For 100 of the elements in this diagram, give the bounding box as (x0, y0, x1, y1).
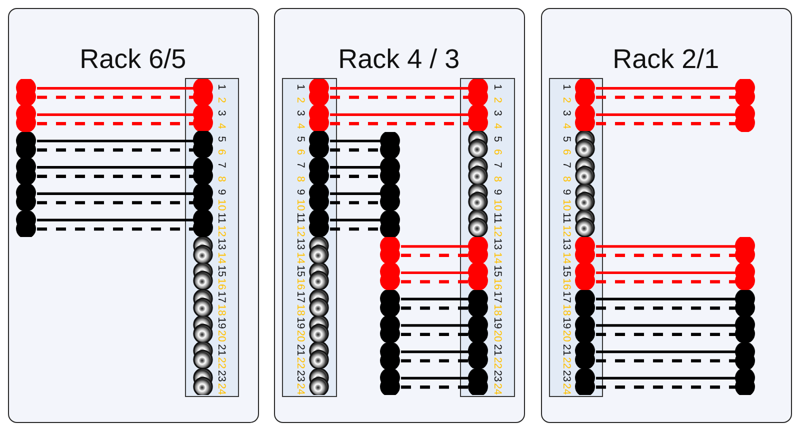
cable-plug (193, 105, 214, 132)
port-number: 6 (294, 149, 306, 156)
port-number: 1 (560, 84, 572, 90)
port-number: 23 (492, 370, 502, 382)
port-number: 16 (294, 278, 306, 290)
port-number: 24 (294, 383, 306, 395)
cable-line (596, 87, 736, 90)
port-number: 4 (560, 123, 572, 129)
cable-line (37, 174, 194, 178)
port-number: 15 (560, 264, 572, 277)
port-number: 2 (492, 96, 502, 103)
port-number: 1 (294, 84, 306, 90)
cable-line (330, 87, 469, 90)
port-number: 19 (560, 317, 572, 330)
cable-plug (575, 105, 596, 132)
cable-line (330, 148, 381, 152)
cable-plug (735, 290, 756, 316)
cable-line (401, 350, 469, 354)
cable-plug (380, 237, 400, 264)
port-number: 20 (294, 330, 306, 342)
cable-plug (16, 210, 36, 238)
cable-line (330, 227, 381, 231)
cable-line (330, 218, 381, 222)
cable-line (37, 113, 194, 116)
port-number: 6 (216, 149, 226, 156)
port-number: 17 (216, 291, 226, 303)
port-number: 17 (294, 291, 306, 303)
cable-plug (735, 316, 756, 343)
cable-line (596, 386, 736, 389)
cable-plug (193, 131, 214, 158)
port-number: 14 (294, 252, 306, 264)
port-number: 12 (492, 225, 502, 238)
port-number: 22 (216, 356, 226, 369)
port-number: 11 (216, 212, 226, 224)
cable-plug (380, 316, 400, 343)
port-number: 23 (216, 370, 226, 382)
cable-plug (735, 263, 756, 290)
cable-line (596, 306, 736, 310)
port-number: 20 (216, 330, 226, 342)
rack-panel (541, 8, 792, 423)
port-number: 14 (492, 252, 502, 264)
cable-line (596, 254, 736, 257)
cable-plug (309, 78, 330, 106)
cable-line (37, 148, 194, 152)
port-number: 19 (216, 317, 226, 330)
port-number: 18 (294, 304, 306, 316)
port-number: 18 (560, 304, 572, 316)
port-number: 18 (216, 304, 226, 316)
port-number: 5 (492, 136, 502, 142)
cable-line (37, 122, 194, 126)
cable-plug (193, 210, 214, 237)
cable-plug (735, 237, 756, 264)
port-number: 4 (294, 123, 306, 129)
cable-line (330, 96, 469, 99)
port-number: 14 (560, 252, 572, 264)
port-number: 12 (294, 225, 306, 238)
cable-plug (380, 342, 400, 369)
port-number: 22 (492, 356, 502, 369)
port-number: 5 (560, 136, 572, 142)
port-number: 22 (560, 356, 572, 369)
cable-line (596, 122, 736, 126)
cable-plug (575, 342, 596, 369)
cable-line (596, 245, 736, 248)
port-strip (549, 78, 604, 398)
cable-line (330, 166, 381, 169)
port-number: 11 (294, 212, 306, 224)
port-number: 7 (492, 162, 502, 168)
cable-plug (468, 368, 488, 395)
port-number: 9 (294, 188, 306, 195)
cable-plug (575, 78, 596, 106)
cable-plug (735, 342, 756, 369)
cable-plug (193, 78, 214, 106)
cable-plug (575, 290, 596, 316)
port-number: 21 (560, 344, 572, 356)
cable-line (37, 218, 194, 222)
cable-plug (193, 184, 214, 210)
port-number: 3 (294, 110, 306, 116)
port-number: 21 (216, 344, 226, 356)
cable-line (596, 324, 736, 327)
cable-line (37, 140, 194, 142)
port-number: 16 (492, 278, 502, 290)
port-number: 24 (216, 383, 226, 395)
cable-line (596, 113, 736, 116)
port-number: 4 (216, 123, 226, 129)
cable-plug (380, 184, 400, 211)
cable-line (596, 376, 736, 380)
cable-line (401, 271, 469, 274)
port-number: 6 (492, 149, 502, 156)
port-number: 21 (294, 344, 306, 356)
port-number: 13 (216, 238, 226, 250)
cable-plug (380, 132, 400, 158)
cable-plug (380, 290, 400, 316)
cable-plug (468, 342, 488, 369)
cable-plug (309, 131, 330, 158)
cable-line (401, 280, 469, 284)
cable-line (37, 227, 194, 231)
cable-plug (16, 105, 36, 132)
port-number: 16 (216, 278, 226, 290)
port-number: 10 (294, 199, 306, 211)
cable-plug (309, 210, 330, 237)
